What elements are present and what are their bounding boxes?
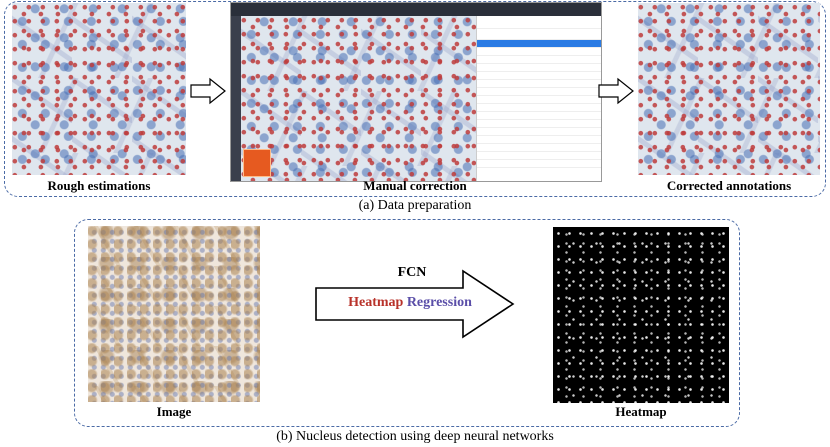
annotation-tool-screenshot — [230, 2, 602, 182]
arrow-right-icon — [598, 77, 634, 105]
corrected-annotation-image — [638, 3, 820, 175]
rough-estimation-label: Rough estimations — [47, 178, 151, 193]
data-preparation-panel — [4, 1, 826, 197]
regression-word: Regression — [406, 295, 472, 310]
rough-estimation-image — [12, 3, 186, 175]
arrow-right-icon — [190, 77, 226, 105]
app-image-viewer — [241, 16, 476, 181]
caption-b: (b) Nucleus detection using deep neural … — [276, 429, 554, 444]
fcn-arrow-icon — [315, 269, 515, 339]
image-label: Image — [156, 404, 192, 419]
minimap-thumbnail — [243, 149, 271, 177]
app-header-bar — [231, 3, 601, 16]
fcn-label: FCN — [397, 265, 427, 280]
corrected-annotation-label: Corrected annotations — [666, 178, 792, 193]
heatmap-label: Heatmap — [615, 404, 667, 419]
heatmap-image — [553, 227, 729, 403]
caption-a: (a) Data preparation — [358, 198, 472, 213]
heatmap-word: Heatmap — [348, 295, 404, 310]
input-image — [88, 226, 260, 402]
manual-correction-label: Manual correction — [363, 178, 467, 193]
app-file-list — [476, 16, 601, 181]
nucleus-detection-panel — [74, 219, 740, 427]
heatmap-regression-label: Heatmap Regression — [345, 295, 475, 311]
app-toolbar — [231, 16, 241, 181]
